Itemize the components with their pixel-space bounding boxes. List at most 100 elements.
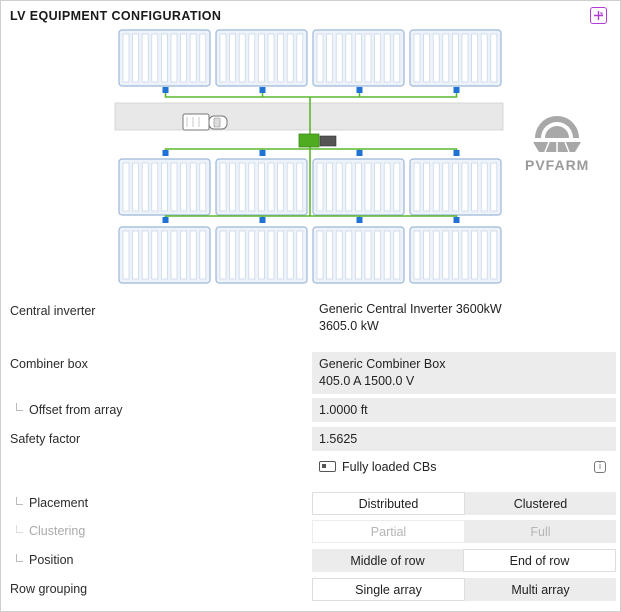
fully-loaded-label: Fully loaded CBs <box>342 460 437 474</box>
module-string <box>364 162 372 212</box>
combiner-box-icon <box>259 87 266 93</box>
module-string <box>189 33 197 83</box>
module-string <box>355 230 362 280</box>
inverter-name: Generic Central Inverter 3600kW <box>319 302 502 316</box>
position-middle-of-row[interactable]: Middle of row <box>312 549 463 572</box>
module-string <box>161 162 168 212</box>
wiring <box>162 87 460 223</box>
module-string <box>267 33 275 83</box>
combiner-box-icon <box>259 150 266 156</box>
position-end-of-row[interactable]: End of row <box>463 549 616 572</box>
offset-label: Offset from array <box>29 403 123 417</box>
module-string <box>189 230 197 280</box>
module-string <box>219 230 227 280</box>
module-string <box>326 162 333 212</box>
transformer-icon <box>319 135 337 147</box>
module-string <box>364 230 372 280</box>
module-string <box>316 230 324 280</box>
module-string <box>355 33 362 83</box>
combiner-box-icon <box>356 87 363 93</box>
module-string <box>277 162 284 212</box>
sub-item-mark <box>16 554 23 562</box>
module-string <box>393 33 401 83</box>
module-string <box>335 33 343 83</box>
module-string <box>199 230 207 280</box>
combiner-box-row: Combiner box Generic Combiner Box 405.0 … <box>1 352 621 394</box>
clustering-label: Clustering <box>29 524 86 538</box>
module-string <box>170 33 178 83</box>
position-toggle: Middle of row End of row <box>312 549 616 572</box>
module-string <box>432 162 440 212</box>
expand-button[interactable] <box>590 7 607 24</box>
module-string <box>345 33 353 83</box>
module-string <box>219 162 227 212</box>
module-string <box>238 162 246 212</box>
module-string <box>170 230 178 280</box>
placement-clustered[interactable]: Clustered <box>465 492 616 515</box>
module-string <box>471 33 478 83</box>
module-string <box>258 162 265 212</box>
combiner-box-icon <box>453 217 460 223</box>
module-string <box>471 162 478 212</box>
module-string <box>364 33 372 83</box>
module-string <box>432 33 440 83</box>
combiner-box-icon <box>356 150 363 156</box>
module-string <box>132 230 139 280</box>
module-string <box>229 230 236 280</box>
module-string <box>238 230 246 280</box>
combiner-box-label: Combiner box <box>10 357 88 371</box>
panel-title: LV EQUIPMENT CONFIGURATION <box>10 9 222 23</box>
module-string <box>141 33 149 83</box>
module-string <box>383 230 391 280</box>
module-string <box>141 162 149 212</box>
module-string <box>229 33 236 83</box>
safety-factor-input[interactable]: 1.5625 <box>312 427 616 451</box>
logo-text: PVFARM <box>525 157 590 173</box>
fully-loaded-toggle[interactable] <box>319 461 336 472</box>
module-string <box>383 162 391 212</box>
module-string <box>286 33 294 83</box>
module-string <box>490 230 498 280</box>
bus-wire <box>164 215 458 223</box>
module-string <box>267 162 275 212</box>
combiner-box-icon <box>162 150 169 156</box>
module-string <box>258 230 265 280</box>
module-string <box>219 33 227 83</box>
pvfarm-logo: PVFARM <box>525 108 589 178</box>
module-string <box>452 230 459 280</box>
fully-loaded-row: Fully loaded CBs i <box>1 456 621 478</box>
module-string <box>335 162 343 212</box>
module-string <box>199 33 207 83</box>
combiner-box-icon <box>162 217 169 223</box>
module-string <box>326 33 333 83</box>
sub-item-mark <box>16 497 23 505</box>
central-inverter-value[interactable]: Generic Central Inverter 3600kW 3605.0 k… <box>319 301 502 335</box>
row-grouping-multi-array[interactable]: Multi array <box>465 578 616 601</box>
module-string <box>141 230 149 280</box>
bus-wire <box>164 148 458 156</box>
placement-distributed[interactable]: Distributed <box>312 492 465 515</box>
module-string <box>170 162 178 212</box>
combiner-box-icon <box>259 217 266 223</box>
module-string <box>423 33 430 83</box>
module-string <box>442 230 450 280</box>
offset-input[interactable]: 1.0000 ft <box>312 398 616 422</box>
combiner-box-icon <box>356 217 363 223</box>
module-string <box>423 162 430 212</box>
equipment-diagram <box>114 29 504 284</box>
info-icon[interactable]: i <box>594 461 606 473</box>
combiner-box-select[interactable]: Generic Combiner Box 405.0 A 1500.0 V <box>312 352 616 394</box>
module-string <box>471 230 478 280</box>
row-grouping-single-array[interactable]: Single array <box>312 578 465 601</box>
module-string <box>335 230 343 280</box>
combiner-box-icon <box>453 150 460 156</box>
inverter-icon <box>298 133 320 148</box>
combiner-box-rating: 405.0 A 1500.0 V <box>319 374 415 388</box>
module-string <box>296 230 304 280</box>
module-string <box>480 33 488 83</box>
module-string <box>180 162 187 212</box>
inverter-power: 3605.0 kW <box>319 319 379 333</box>
module-string <box>480 230 488 280</box>
module-string <box>258 33 265 83</box>
